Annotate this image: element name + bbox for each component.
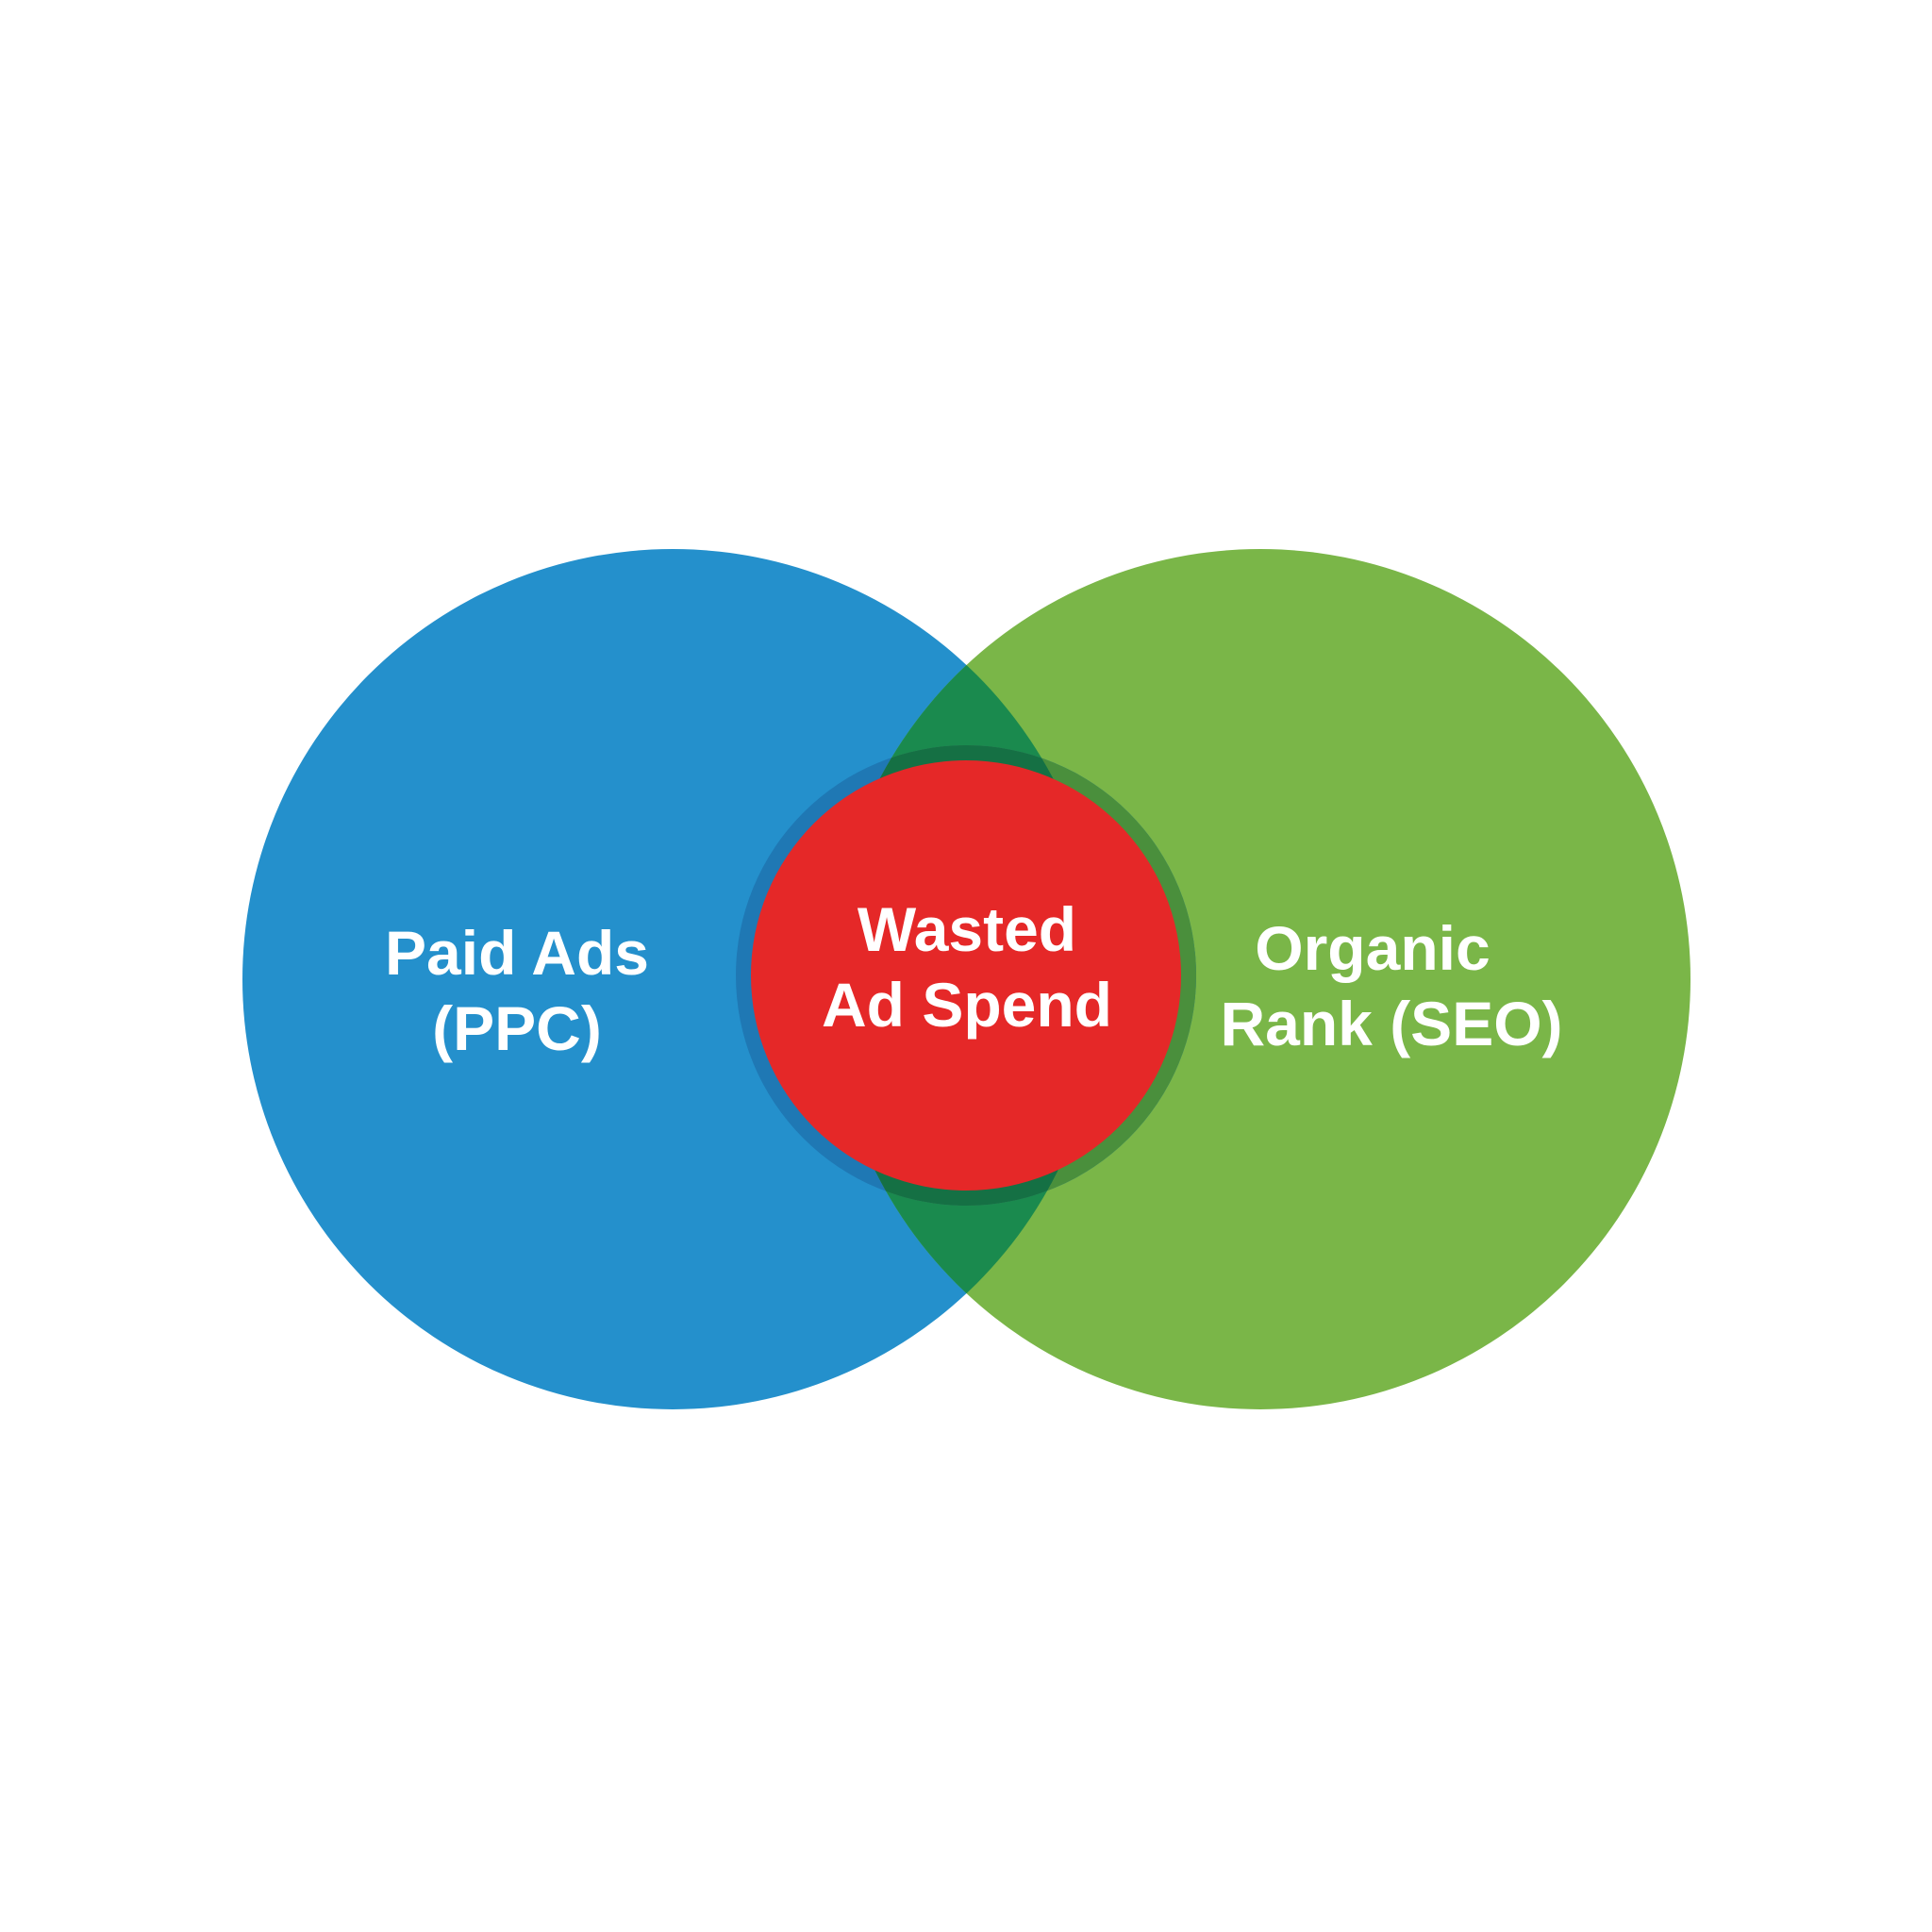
paid-ads-label-line-2: (PPC) bbox=[432, 993, 602, 1063]
organic-label-line-2: Rank (SEO) bbox=[1220, 989, 1563, 1058]
wasted-ad-spend-label: Wasted Ad Spend bbox=[822, 891, 1112, 1042]
wasted-label-line-2: Ad Spend bbox=[822, 970, 1112, 1040]
organic-rank-label: Organic Rank (SEO) bbox=[1220, 910, 1562, 1061]
paid-ads-label-line-1: Paid Ads bbox=[385, 918, 649, 988]
wasted-label-line-1: Wasted bbox=[857, 894, 1077, 964]
paid-ads-label: Paid Ads (PPC) bbox=[385, 915, 649, 1066]
organic-label-line-1: Organic bbox=[1255, 913, 1491, 983]
wasted-ad-spend-circle bbox=[751, 760, 1181, 1191]
